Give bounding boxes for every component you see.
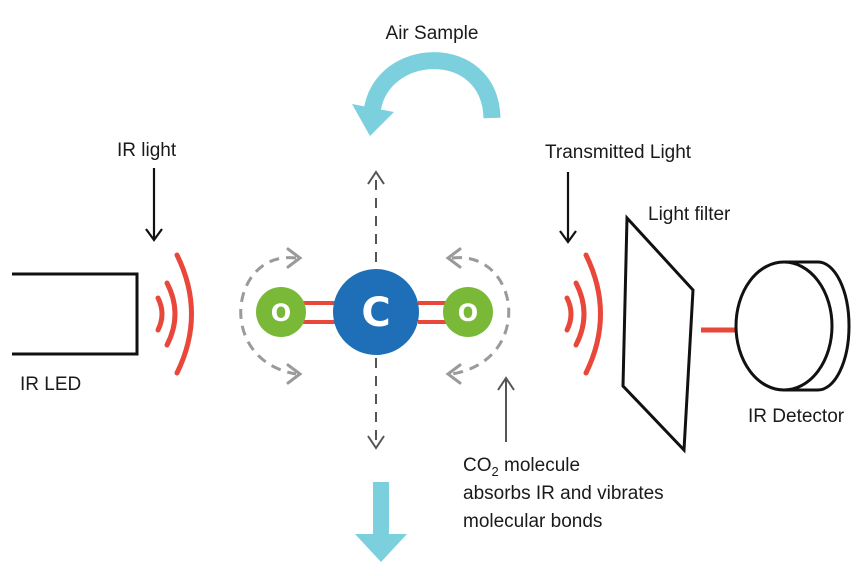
rotation-arrows (239, 256, 511, 376)
co2-caption-line3: molecular bonds (463, 511, 602, 532)
ir-light-label: IR light (117, 140, 177, 161)
ir-detector-label: IR Detector (748, 406, 845, 427)
vertical-vibration-arrows (367, 170, 385, 450)
ir-led-label: IR LED (20, 374, 81, 395)
transmitted-light-label: Transmitted Light (545, 142, 692, 163)
ir-light-pointer-arrow (145, 168, 163, 242)
light-filter (621, 214, 695, 454)
rotation-arrowheads (286, 247, 462, 385)
ir-led-body (12, 272, 139, 356)
air-outflow-arrow (355, 482, 407, 562)
air-sample-label: Air Sample (386, 23, 479, 44)
co2-caption-line1: CO2 molecule (463, 455, 580, 479)
carbon-atom: C (333, 269, 419, 355)
co2-caption-line2: absorbs IR and vibrates (463, 483, 664, 504)
carbon-atom-label: C (361, 290, 390, 336)
ir-emission-waves (155, 252, 194, 376)
transmitted-waves (564, 252, 603, 376)
ir-detector (734, 260, 851, 392)
oxygen-right-label: O (458, 299, 478, 327)
air-sample-arrow (352, 52, 501, 136)
light-filter-label: Light filter (648, 204, 731, 225)
oxygen-atom-left: O (256, 287, 306, 337)
oxygen-left-label: O (271, 299, 291, 327)
oxygen-atom-right: O (443, 287, 493, 337)
transmitted-light-pointer-arrow (559, 172, 577, 244)
co2-pointer-arrow (497, 376, 515, 442)
